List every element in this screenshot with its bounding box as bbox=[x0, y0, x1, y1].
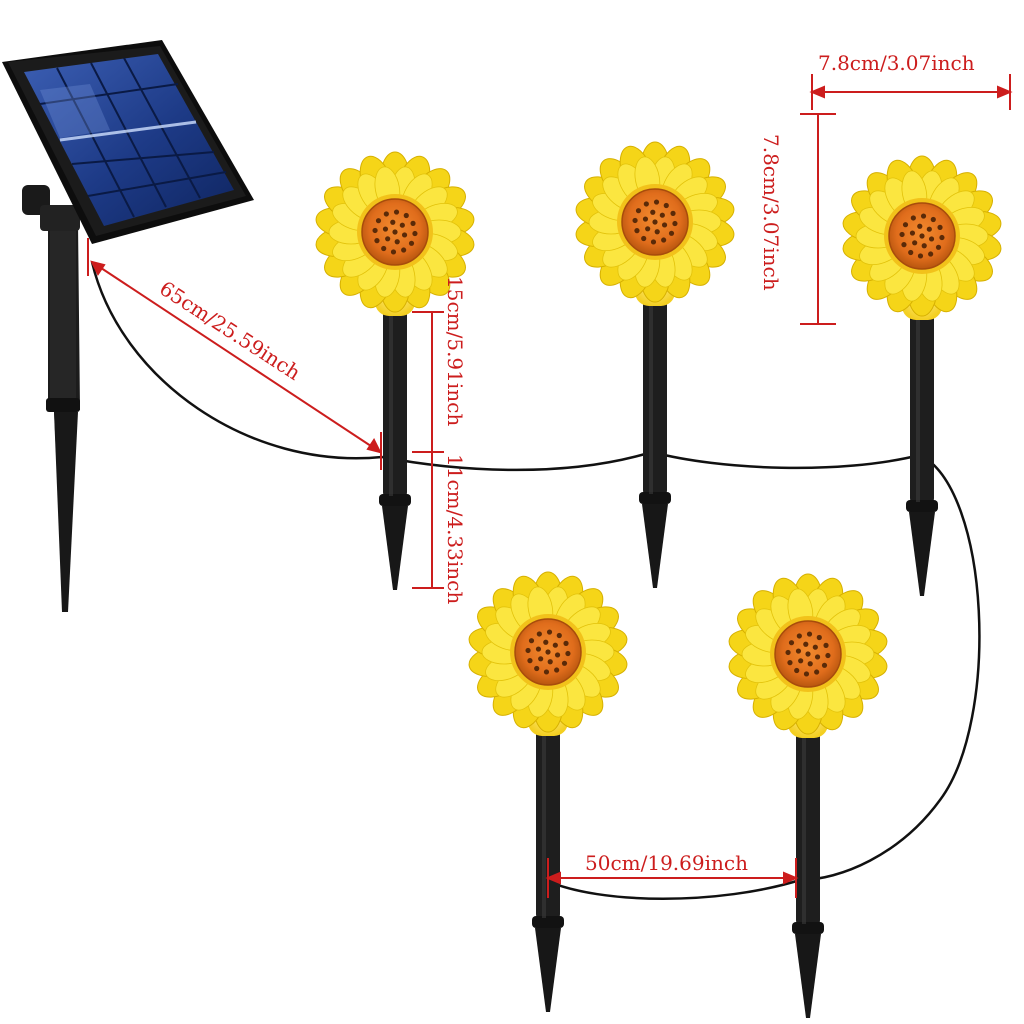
stake-icon bbox=[639, 288, 671, 588]
sunflower-light-3 bbox=[842, 155, 1002, 596]
sunflower-light-4 bbox=[468, 571, 628, 1012]
sunflower-light-2 bbox=[575, 141, 735, 588]
flower-height-label: 7.8cm/3.07inch bbox=[759, 134, 783, 291]
sunflower-icon bbox=[842, 155, 1002, 317]
solar-panel-icon bbox=[2, 40, 254, 612]
stake-lower-label: 11cm/4.33inch bbox=[443, 454, 467, 604]
sunflower-icon bbox=[315, 151, 475, 313]
stake-icon bbox=[379, 296, 411, 590]
stake-icon bbox=[792, 720, 824, 1018]
panel-distance-label: 65cm/25.59inch bbox=[155, 276, 305, 385]
sunflower-icon bbox=[468, 571, 628, 733]
flower-width-label: 7.8cm/3.07inch bbox=[818, 51, 975, 75]
cable bbox=[90, 261, 981, 900]
stake-icon bbox=[906, 300, 938, 596]
light-spacing-label: 50cm/19.69inch bbox=[585, 851, 748, 875]
sunflower-light-5 bbox=[728, 573, 888, 1018]
sunflower-icon bbox=[728, 573, 888, 735]
stake-icon bbox=[532, 718, 564, 1012]
stake-upper-label: 15cm/5.91inch bbox=[443, 276, 467, 426]
dimension-lines bbox=[87, 74, 1013, 898]
sunflower-light-1 bbox=[315, 151, 475, 590]
sunflower-icon bbox=[575, 141, 735, 303]
